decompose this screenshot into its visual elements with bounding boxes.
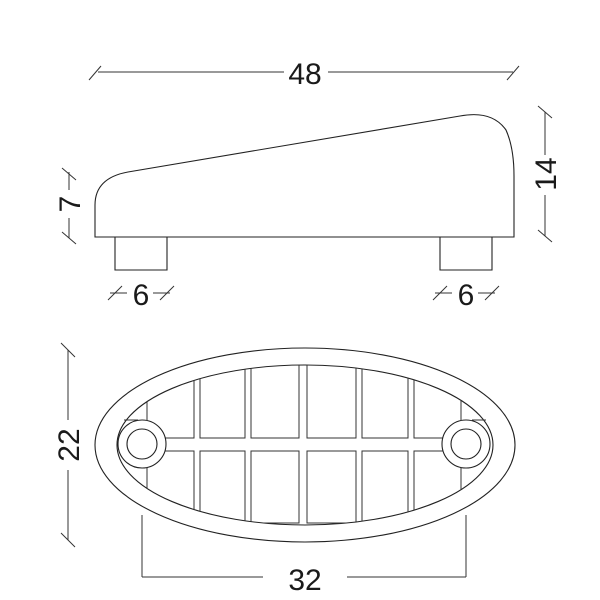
left-mounting-hole [117, 419, 167, 469]
rib-grid [146, 365, 462, 524]
dim-width: 22 [53, 342, 86, 548]
dim-total-height: 14 [530, 105, 563, 243]
dim-right-foot: 6 [432, 279, 500, 312]
side-view-body [94, 114, 515, 238]
dim-left-foot-label: 6 [133, 279, 150, 312]
dim-front-height: 7 [54, 167, 87, 245]
outer-oval [94, 347, 516, 543]
dim-width-label: 22 [53, 428, 86, 461]
dim-total-height-label: 14 [530, 157, 563, 190]
dim-hole-spacing-label: 32 [288, 564, 321, 597]
left-foot [114, 237, 168, 271]
dim-length: 48 [88, 58, 520, 91]
dim-right-foot-label: 6 [458, 279, 475, 312]
dim-left-foot: 6 [107, 279, 175, 312]
dim-hole-spacing: 32 [141, 515, 467, 597]
right-mounting-hole [441, 419, 491, 469]
bottom-view: 22 32 [53, 342, 516, 597]
dim-length-label: 48 [288, 58, 321, 91]
side-view: 48 14 7 6 [54, 58, 563, 312]
dim-front-height-label: 7 [54, 196, 87, 213]
inner-oval [116, 364, 494, 526]
right-foot [439, 237, 493, 271]
